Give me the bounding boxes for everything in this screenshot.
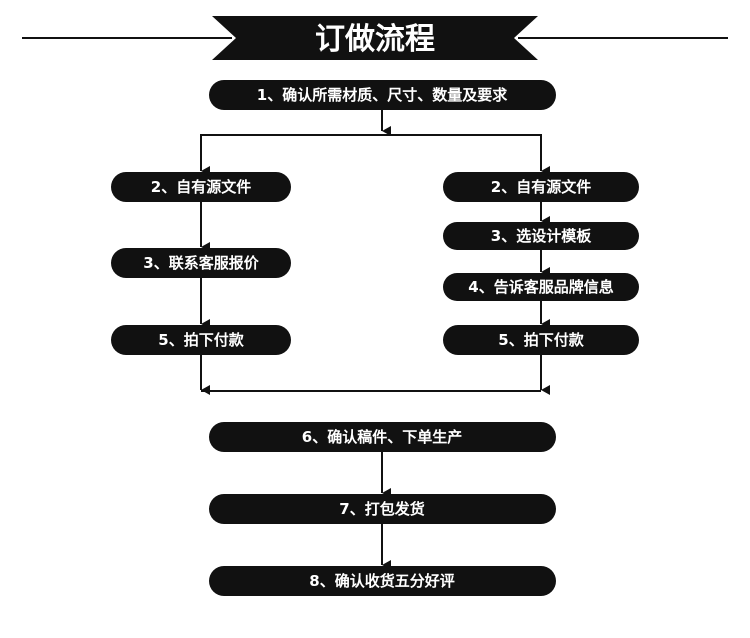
step-label: 7、打包发货 [339, 500, 424, 518]
step-right-own-file: 2、自有源文件 [443, 172, 639, 202]
step-label: 8、确认收货五分好评 [309, 572, 454, 590]
step-label: 6、确认稿件、下单生产 [302, 428, 462, 446]
connectors [200, 110, 550, 570]
step-left-contact-quote: 3、联系客服报价 [111, 248, 291, 278]
step-right-tell-info: 4、告诉客服品牌信息 [443, 273, 639, 301]
step-confirm-material: 1、确认所需材质、尺寸、数量及要求 [209, 80, 556, 110]
title-ribbon [212, 16, 538, 60]
step-confirm-draft: 6、确认稿件、下单生产 [209, 422, 556, 452]
page-title: 订做流程 [315, 22, 435, 57]
step-review: 8、确认收货五分好评 [209, 566, 556, 596]
step-label: 5、拍下付款 [158, 331, 244, 349]
step-label: 3、选设计模板 [491, 227, 592, 245]
step-label: 4、告诉客服品牌信息 [468, 278, 613, 296]
title-banner: 订做流程 [22, 16, 728, 60]
step-right-choose-template: 3、选设计模板 [443, 222, 639, 250]
step-label: 2、自有源文件 [151, 178, 251, 196]
step-label: 5、拍下付款 [498, 331, 584, 349]
step-left-pay: 5、拍下付款 [111, 325, 291, 355]
step-label: 1、确认所需材质、尺寸、数量及要求 [257, 86, 508, 104]
step-package-ship: 7、打包发货 [209, 494, 556, 524]
step-label: 2、自有源文件 [491, 178, 591, 196]
step-right-pay: 5、拍下付款 [443, 325, 639, 355]
split-branch [200, 134, 550, 176]
step-left-own-file: 2、自有源文件 [111, 172, 291, 202]
step-label: 3、联系客服报价 [143, 254, 259, 272]
